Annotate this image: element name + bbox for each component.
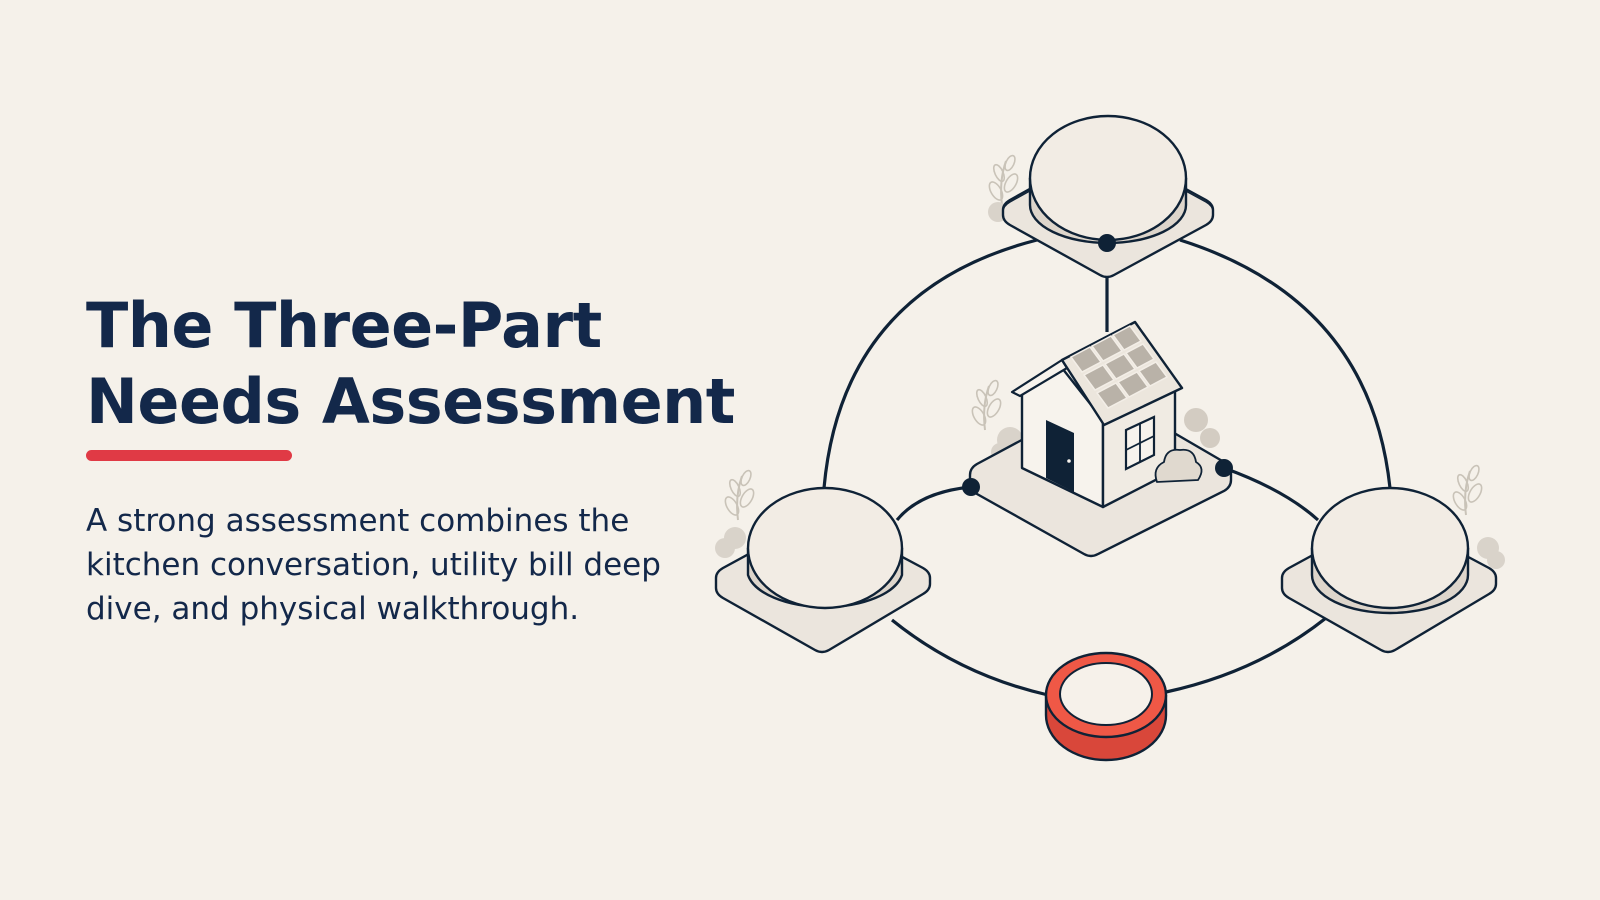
node-right-pedestal [1280,486,1498,654]
solar-panel-icon [1069,325,1169,409]
connector-arc-bottom-left [890,618,1049,697]
connector-lines [822,238,1392,697]
slide-title: The Three-Part Needs Assessment [86,288,735,440]
title-line-1: The Three-Part [86,289,602,362]
accent-underline [86,450,292,461]
dot-top [1098,234,1116,252]
text-block: The Three-Part Needs Assessment A strong… [86,288,735,631]
connection-dots [962,234,1233,496]
assessment-diagram [714,114,1505,762]
connector-left-to-house [895,485,972,522]
title-line-2: Needs Assessment [86,365,735,438]
node-bottom-highlight [1044,651,1168,762]
node-top-pedestal [1001,114,1215,279]
connector-arc-bottom-right [1165,616,1327,694]
connector-arc-top-left [822,238,1038,489]
dot-left [962,478,980,496]
dot-right [1215,459,1233,477]
slide-subtitle: A strong assessment combines the kitchen… [86,503,661,627]
house-icon [1010,320,1220,509]
connector-arc-top-right [1179,238,1392,489]
node-left-pedestal [714,486,932,654]
connector-house-to-right [1223,466,1320,522]
house-node [968,320,1233,558]
